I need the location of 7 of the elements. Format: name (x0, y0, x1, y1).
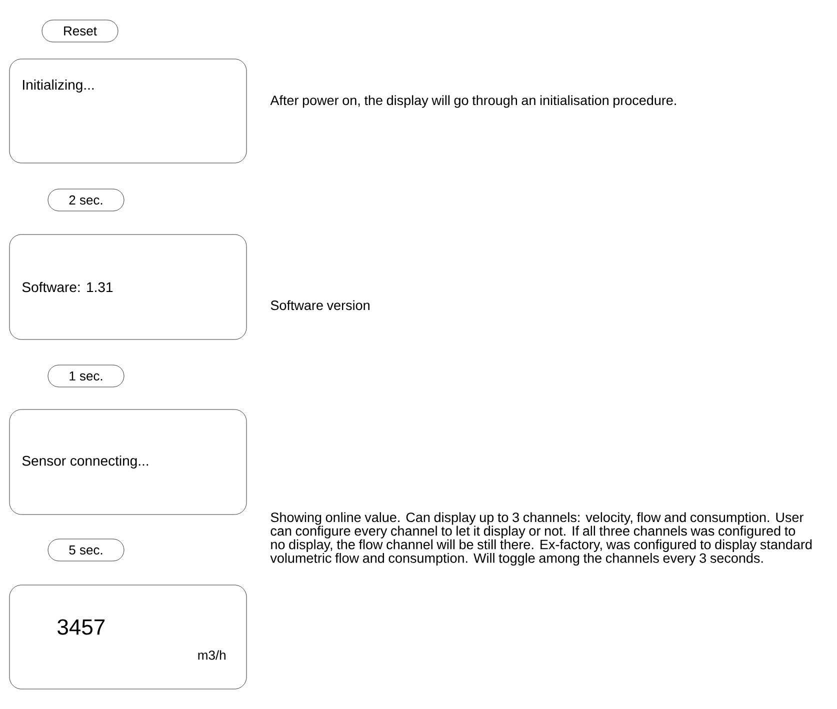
description-text: After power on, the display will go through an initialisation procedure. (270, 95, 676, 108)
description-text: Software version (270, 300, 370, 310)
description-text: Showing online value. Can display up to 3 channels: velocity, flow and consumption. User can configure every channel to let it display or not. If all three channels was configured to no display, the flow channel will be still there. Ex-factory, was configured to display standard volumetric flow and consumption. Will toggle among the channels every 3 seconds. (270, 512, 812, 566)
display-box: Initializing... (9, 58, 247, 164)
display-box: Sensor connecting... (9, 409, 247, 515)
display-box: Software: 1.31 (9, 234, 247, 340)
display-box: 3457 m3/h (9, 584, 247, 690)
